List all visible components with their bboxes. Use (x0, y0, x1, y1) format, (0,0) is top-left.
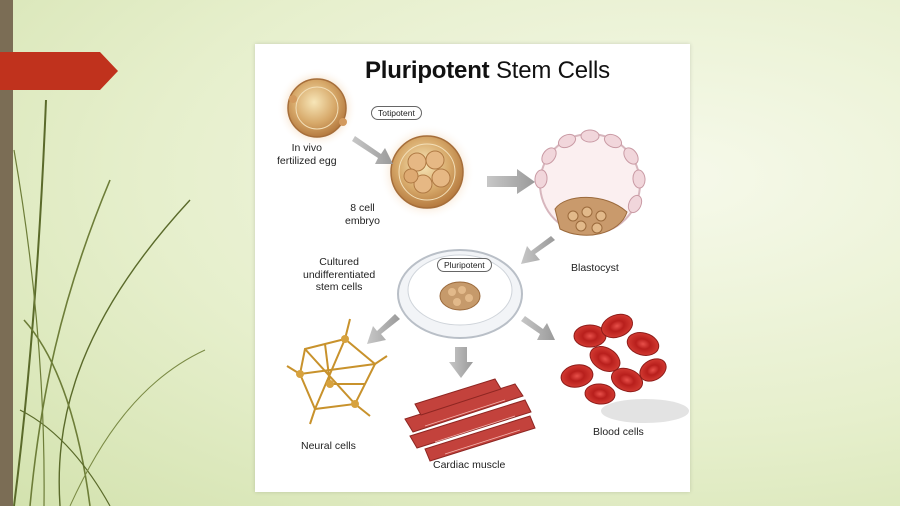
cultured-label: Cultured undifferentiated stem cells (303, 256, 376, 293)
arrow-blastocyst-to-dish (521, 236, 555, 264)
left-border-bar (0, 0, 13, 506)
blood-label: Blood cells (593, 426, 644, 438)
title-bold: Pluripotent (365, 57, 490, 84)
red-ribbon-tab (0, 52, 118, 90)
title-rest: Stem Cells (495, 57, 610, 84)
grass-decoration (13, 99, 206, 506)
cardiac-label: Cardiac muscle (433, 459, 506, 471)
blood-cells (560, 313, 689, 423)
page-title: Pluripotent Stem Cells (365, 57, 610, 85)
diagram-panel: Pluripotent Stem Cells Totipotent Plurip… (255, 44, 690, 492)
arrow-egg-to-embryo (352, 136, 393, 164)
embryo-label: 8 cell embryo (345, 202, 381, 227)
arrow-dish-to-blood (521, 316, 555, 340)
neural-label: Neural cells (301, 440, 356, 452)
cardiac-muscle (404, 378, 536, 462)
arrow-dish-to-neural (367, 314, 400, 344)
egg-label: In vivo fertilized egg (277, 142, 337, 167)
stem-cell-illustration (277, 68, 689, 462)
totipotent-badge: Totipotent (371, 106, 422, 120)
pluripotent-badge: Pluripotent (437, 258, 492, 272)
arrow-embryo-to-blastocyst (487, 169, 535, 194)
blastocyst-label: Blastocyst (571, 262, 619, 274)
arrow-dish-to-cardiac (449, 347, 473, 378)
